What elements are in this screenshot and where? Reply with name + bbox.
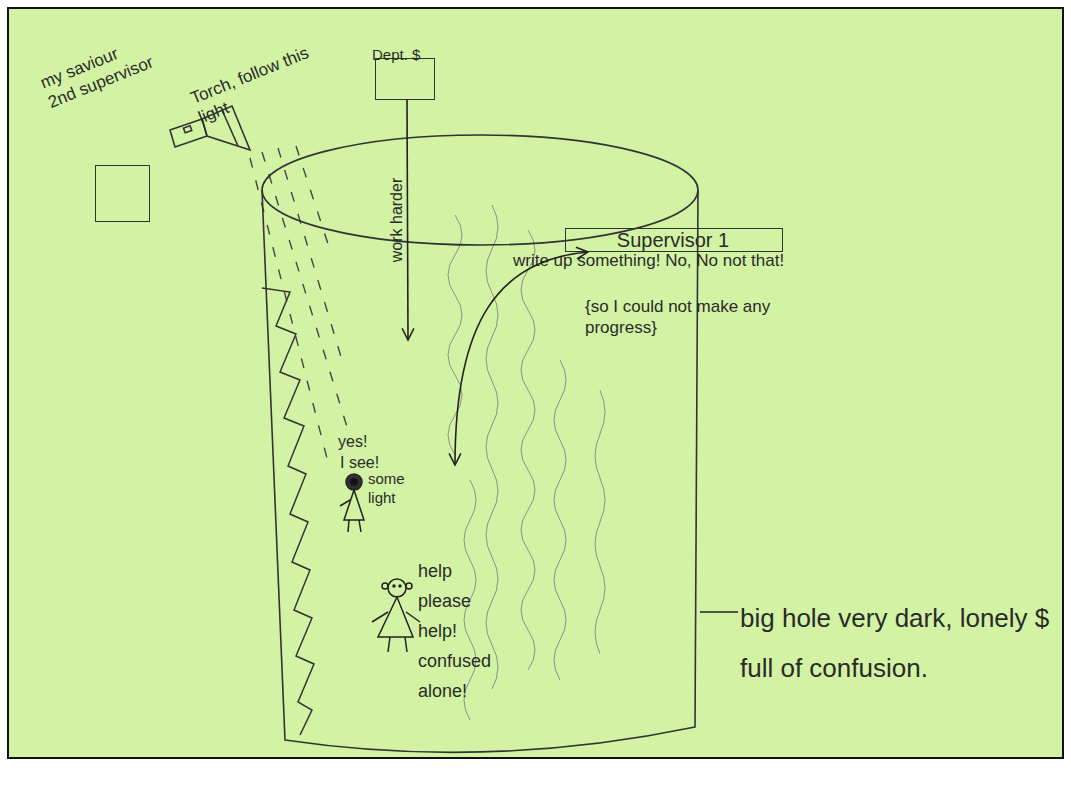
darkness-squiggles — [448, 205, 605, 720]
hole-wall — [262, 190, 698, 752]
node-text: Dept. $ — [372, 46, 420, 65]
connector — [449, 247, 588, 465]
connector-line — [407, 100, 408, 340]
speech-text: help please help! confused alone! — [418, 556, 491, 706]
hole-rim — [262, 135, 698, 245]
stick-figure — [340, 474, 364, 532]
department-box: Dept. $ — [375, 58, 435, 100]
speech-text: yes! — [338, 432, 367, 452]
note-text: {so I could not make any progress} — [585, 296, 790, 339]
light-beam — [250, 146, 348, 470]
node-text: Supervisor 1 — [566, 228, 780, 252]
arrow-head — [449, 453, 461, 465]
edge-label: work harder — [387, 178, 407, 262]
arrow-head — [576, 247, 588, 259]
speech-text: some light — [368, 470, 405, 508]
connector-line — [455, 252, 588, 465]
stick-figure — [372, 579, 420, 652]
speech-text: write up something! No, No not that! — [513, 250, 784, 271]
supervisor-box: my saviour 2nd supervisor — [95, 165, 150, 222]
supervisor-box: Supervisor 1 — [565, 228, 783, 252]
leader-line — [700, 611, 738, 613]
arrow-head — [402, 328, 414, 340]
node-text: big hole very dark, lonely $ full of con… — [740, 593, 1070, 693]
staircase — [262, 288, 314, 735]
frame — [8, 8, 1063, 758]
